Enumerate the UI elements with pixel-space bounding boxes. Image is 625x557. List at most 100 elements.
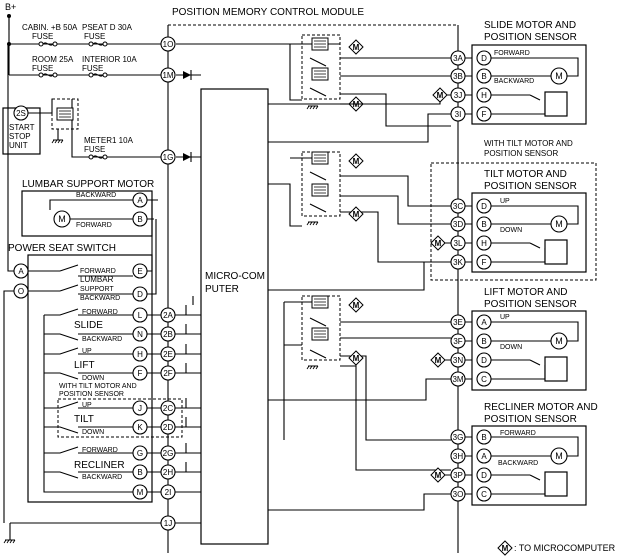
svg-text:TILT MOTOR AND: TILT MOTOR AND xyxy=(484,169,567,180)
lumbar-motor-title: LUMBAR SUPPORT MOTOR xyxy=(22,179,154,190)
svg-text:H: H xyxy=(481,91,487,100)
pin-3b: 3B xyxy=(450,68,466,84)
svg-text:POSITION SENSOR: POSITION SENSOR xyxy=(484,181,577,192)
svg-text:F: F xyxy=(482,110,487,119)
svg-text:3K: 3K xyxy=(453,258,463,267)
svg-text:3C: 3C xyxy=(453,202,463,211)
fuse-meter-label: METER1 10A xyxy=(84,136,134,145)
svg-text:3N: 3N xyxy=(453,356,463,365)
svg-text:3L: 3L xyxy=(454,239,463,248)
pin-3h: 3H xyxy=(450,448,466,464)
start-stop-label-3: UNIT xyxy=(9,141,28,150)
svg-text:B: B xyxy=(481,337,486,346)
svg-text:C: C xyxy=(481,375,487,384)
pin-2f: 2F xyxy=(160,365,176,381)
svg-text:DOWN: DOWN xyxy=(82,429,104,436)
pin-2b: 2B xyxy=(160,326,176,342)
lumbar-label-forward: FORWARD xyxy=(76,222,112,229)
svg-text:L: L xyxy=(138,311,143,320)
recliner-motor: RECLINER MOTOR AND POSITION SENSOR B A D… xyxy=(471,402,598,506)
pin-3c: 3C xyxy=(450,198,466,214)
svg-text:FORWARD: FORWARD xyxy=(82,447,118,454)
svg-text:POSITION SENSOR: POSITION SENSOR xyxy=(484,32,577,43)
pin-2g: 2G xyxy=(160,445,176,461)
pin-3e: 3E xyxy=(450,314,466,330)
svg-text:POSITION SENSOR: POSITION SENSOR xyxy=(59,391,124,398)
fuse-cabin-label-2: FUSE xyxy=(32,32,53,41)
power-seat-switch-title: POWER SEAT SWITCH xyxy=(8,243,116,254)
svg-text:D: D xyxy=(481,356,487,365)
pin-1o: 1O xyxy=(160,36,176,52)
svg-text:1O: 1O xyxy=(163,40,174,49)
module-title: POSITION MEMORY CONTROL MODULE xyxy=(172,7,364,18)
svg-text:3B: 3B xyxy=(453,72,463,81)
b-plus-label: B+ xyxy=(5,2,16,12)
pin-2h: 2H xyxy=(160,464,176,480)
pin-1g: 1G xyxy=(160,149,176,165)
svg-text:UP: UP xyxy=(82,348,92,355)
svg-text:LIFT: LIFT xyxy=(74,360,95,371)
svg-text:A: A xyxy=(481,318,487,327)
svg-text:A: A xyxy=(18,267,24,276)
svg-text:2G: 2G xyxy=(163,449,174,458)
pin-2d: 2D xyxy=(160,419,176,435)
pin-3l: 3L xyxy=(450,235,466,251)
svg-text:3I: 3I xyxy=(455,110,462,119)
tilt-motor: WITH TILT MOTOR AND POSITION SENSOR TILT… xyxy=(430,139,597,281)
pin-3i: 3I xyxy=(450,106,466,122)
svg-text:WITH TILT MOTOR AND: WITH TILT MOTOR AND xyxy=(484,139,573,148)
svg-text:B: B xyxy=(137,215,142,224)
svg-text:M: M xyxy=(555,336,563,346)
start-stop-unit: 2S START STOP UNIT xyxy=(2,98,79,155)
svg-text:3O: 3O xyxy=(453,490,464,499)
svg-text:2D: 2D xyxy=(163,423,173,432)
svg-text:POSITION SENSOR: POSITION SENSOR xyxy=(484,414,577,425)
svg-text:SLIDE MOTOR AND: SLIDE MOTOR AND xyxy=(484,20,576,31)
pin-3k: 3K xyxy=(450,254,466,270)
power-seat-switch: POWER SEAT SWITCH A O E D FORWARD LUMBAR… xyxy=(3,44,183,523)
pin-1j: 1J xyxy=(160,515,176,531)
svg-text:H: H xyxy=(137,350,143,359)
svg-text:3G: 3G xyxy=(453,433,464,442)
svg-text:F: F xyxy=(482,258,487,267)
start-stop-label-1: START xyxy=(9,123,35,132)
svg-text:UP: UP xyxy=(500,198,510,205)
svg-text:3E: 3E xyxy=(453,318,463,327)
svg-text:2B: 2B xyxy=(163,330,173,339)
svg-text:B: B xyxy=(481,433,486,442)
svg-text:LUMBAR: LUMBAR xyxy=(80,275,114,284)
pin-3n: 3N xyxy=(450,352,466,368)
svg-text:FORWARD: FORWARD xyxy=(500,430,536,437)
svg-text:A: A xyxy=(137,196,143,205)
svg-text:2C: 2C xyxy=(163,404,173,413)
svg-text:SUPPORT: SUPPORT xyxy=(80,286,114,293)
svg-text:2A: 2A xyxy=(163,311,173,320)
diamond-m-icon xyxy=(497,540,513,556)
svg-text:D: D xyxy=(481,471,487,480)
fuse-pseat-label-2: FUSE xyxy=(84,32,105,41)
lumbar-motor-symbol: M xyxy=(58,214,66,224)
svg-text:M: M xyxy=(555,451,563,461)
start-stop-pin: 2S xyxy=(16,109,26,118)
svg-text:SLIDE: SLIDE xyxy=(74,320,103,331)
svg-text:B: B xyxy=(481,72,486,81)
svg-text:3M: 3M xyxy=(452,375,463,384)
legend-text: : TO MICROCOMPUTER xyxy=(514,543,616,553)
microcomputer: MICRO-COM PUTER xyxy=(200,88,269,545)
pin-3g: 3G xyxy=(450,429,466,445)
svg-text:FORWARD: FORWARD xyxy=(80,268,116,275)
svg-text:E: E xyxy=(137,267,142,276)
fuse-cabin-label: CABIN. +B 50A xyxy=(22,23,78,32)
svg-text:M: M xyxy=(555,219,563,229)
pullup-resistors xyxy=(185,296,194,472)
microcomputer-label-1: MICRO-COM xyxy=(205,271,265,282)
svg-text:TILT: TILT xyxy=(74,414,94,425)
fuse-interior-label: INTERIOR 10A xyxy=(82,55,137,64)
pin-3d: 3D xyxy=(450,216,466,232)
pin-3a: 3A xyxy=(450,50,466,66)
pin-3j: 3J xyxy=(450,87,466,103)
pin-2a: 2A xyxy=(160,307,176,323)
svg-text:J: J xyxy=(138,404,142,413)
svg-text:FORWARD: FORWARD xyxy=(82,309,118,316)
